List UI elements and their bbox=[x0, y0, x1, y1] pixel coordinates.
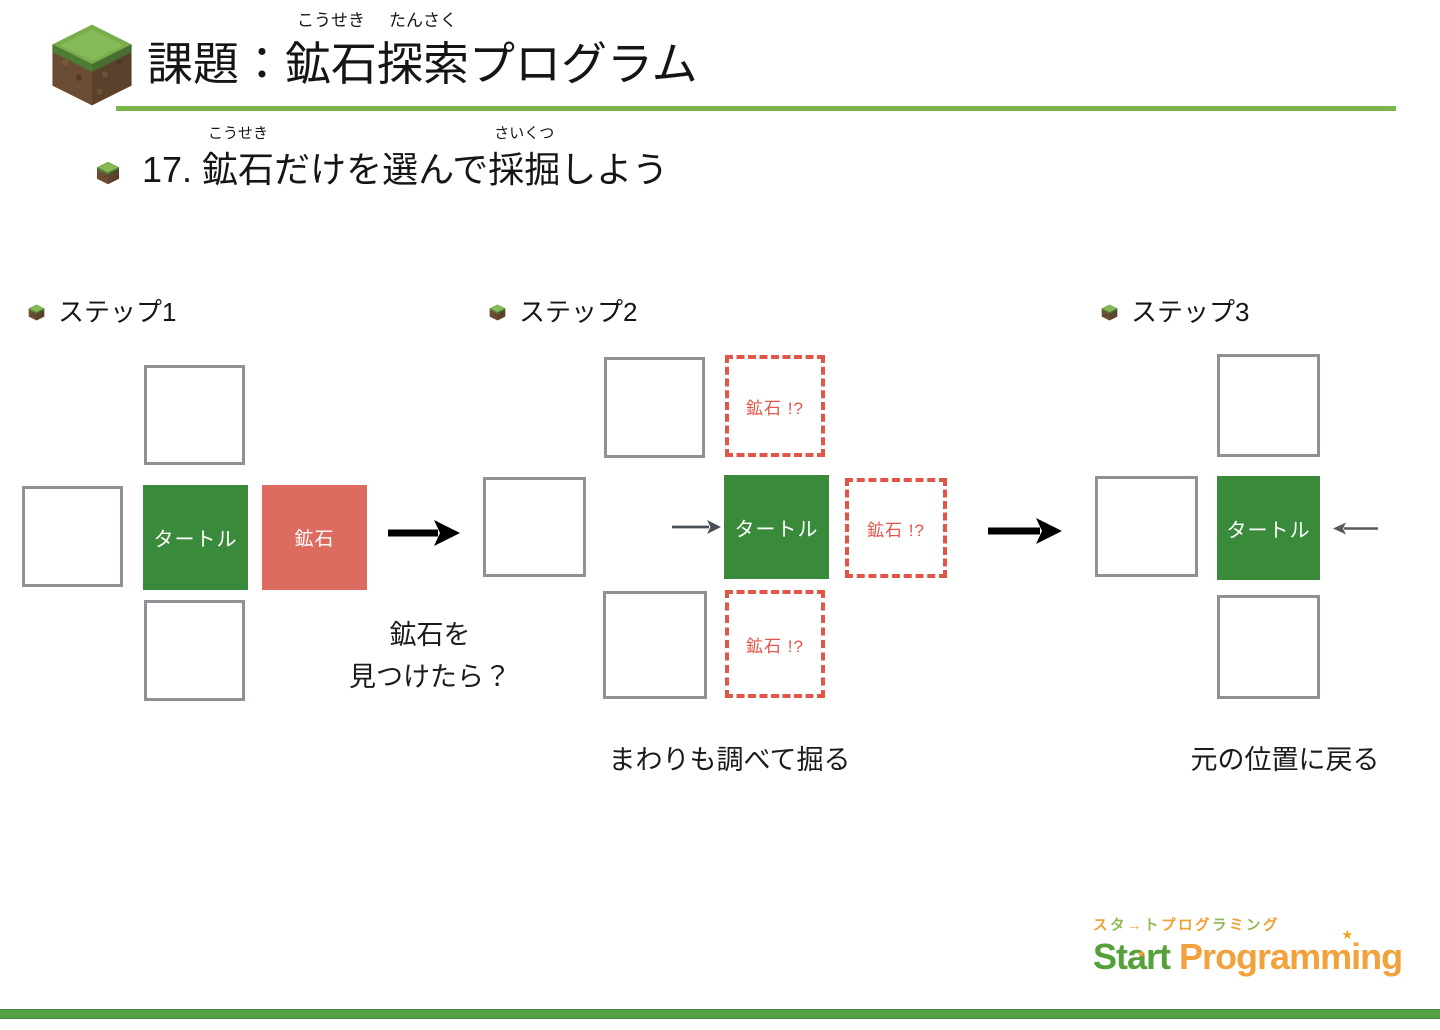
subtitle-prefix: 17. bbox=[142, 149, 203, 190]
step1-cell-bottom-empty bbox=[144, 600, 245, 701]
arrow-right-bold-icon bbox=[988, 518, 1062, 544]
step2-cell-probe-right: 鉱石 !? bbox=[845, 478, 947, 578]
grass-block-bullet-icon bbox=[489, 304, 506, 321]
step1-label: ステップ1 bbox=[28, 298, 176, 327]
step1-cell-top-empty bbox=[144, 365, 245, 465]
logo-katakana-line: スタ→トプログラミング bbox=[1093, 918, 1280, 934]
step1-caption: 鉱石を 見つけたら？ bbox=[349, 620, 511, 692]
step3-caption: 元の位置に戻る bbox=[1190, 745, 1380, 775]
arrow-left-thin-icon bbox=[1333, 522, 1378, 535]
title-prefix: 課題： bbox=[147, 38, 285, 90]
step1-cell-ore: 鉱石 bbox=[262, 485, 367, 590]
title-ruby-ore: こうせき 鉱石 bbox=[285, 11, 377, 90]
lesson-subtitle: 17. こうせき 鉱石 だけを選んで さいくつ 採掘 しよう bbox=[96, 126, 668, 195]
step1-cell-turtle: タートル bbox=[143, 485, 248, 590]
furigana-kouseki-sub: こうせき bbox=[208, 125, 269, 142]
logo-star-icon: ★ bbox=[1137, 949, 1146, 961]
step3-label: ステップ3 bbox=[1101, 298, 1249, 327]
logo-wordmark: Start★ Programming★ bbox=[1093, 927, 1403, 978]
minecraft-grass-block-icon bbox=[52, 24, 132, 106]
arrow-right-thin-icon bbox=[672, 520, 721, 534]
step2-cell-turtle: タートル bbox=[724, 475, 829, 579]
start-programming-logo: スタ→トプログラミング Start★ Programming★ bbox=[1093, 918, 1423, 978]
title-suffix: プログラム bbox=[469, 38, 698, 90]
title-underline bbox=[116, 106, 1396, 111]
step3-cell-turtle: タートル bbox=[1217, 476, 1320, 580]
step3-cell-top-empty bbox=[1217, 354, 1320, 457]
furigana-kouseki: こうせき bbox=[297, 11, 365, 30]
step1-cell-left-empty bbox=[22, 486, 123, 587]
step2-cell-probe-top: 鉱石 !? bbox=[725, 355, 825, 457]
footer-green-bar bbox=[0, 1009, 1440, 1019]
grass-block-bullet-icon bbox=[1101, 304, 1118, 321]
page-title: 課題： こうせき 鉱石 たんさく 探索 プログラム bbox=[147, 12, 698, 95]
title-ruby-search: たんさく 探索 bbox=[377, 11, 469, 90]
subtitle-ruby-mining: さいくつ 採掘 bbox=[488, 125, 561, 190]
grass-block-bullet-icon bbox=[28, 304, 45, 321]
step3-cell-left-empty bbox=[1095, 476, 1198, 577]
logo-arrow-glyph: → bbox=[1127, 918, 1144, 934]
step2-cell-bottom-empty bbox=[603, 591, 707, 699]
step3-cell-bottom-empty bbox=[1217, 595, 1320, 699]
step2-label: ステップ2 bbox=[489, 298, 637, 327]
furigana-tansaku: たんさく bbox=[389, 11, 457, 30]
furigana-saikutsu: さいくつ bbox=[494, 125, 555, 142]
arrow-right-bold-icon bbox=[388, 520, 460, 546]
step2-cell-left-empty bbox=[483, 477, 586, 577]
step2-cell-probe-bottom: 鉱石 !? bbox=[725, 590, 825, 698]
subtitle-ruby-ore: こうせき 鉱石 bbox=[202, 125, 275, 190]
subtitle-suffix: しよう bbox=[560, 149, 669, 190]
subtitle-middle: だけを選んで bbox=[274, 149, 489, 190]
grass-block-bullet-icon bbox=[96, 161, 120, 184]
step2-cell-top-empty bbox=[604, 357, 705, 458]
step2-caption: まわりも調べて掘る bbox=[608, 745, 851, 775]
logo-star-icon: ★ bbox=[1341, 927, 1353, 943]
